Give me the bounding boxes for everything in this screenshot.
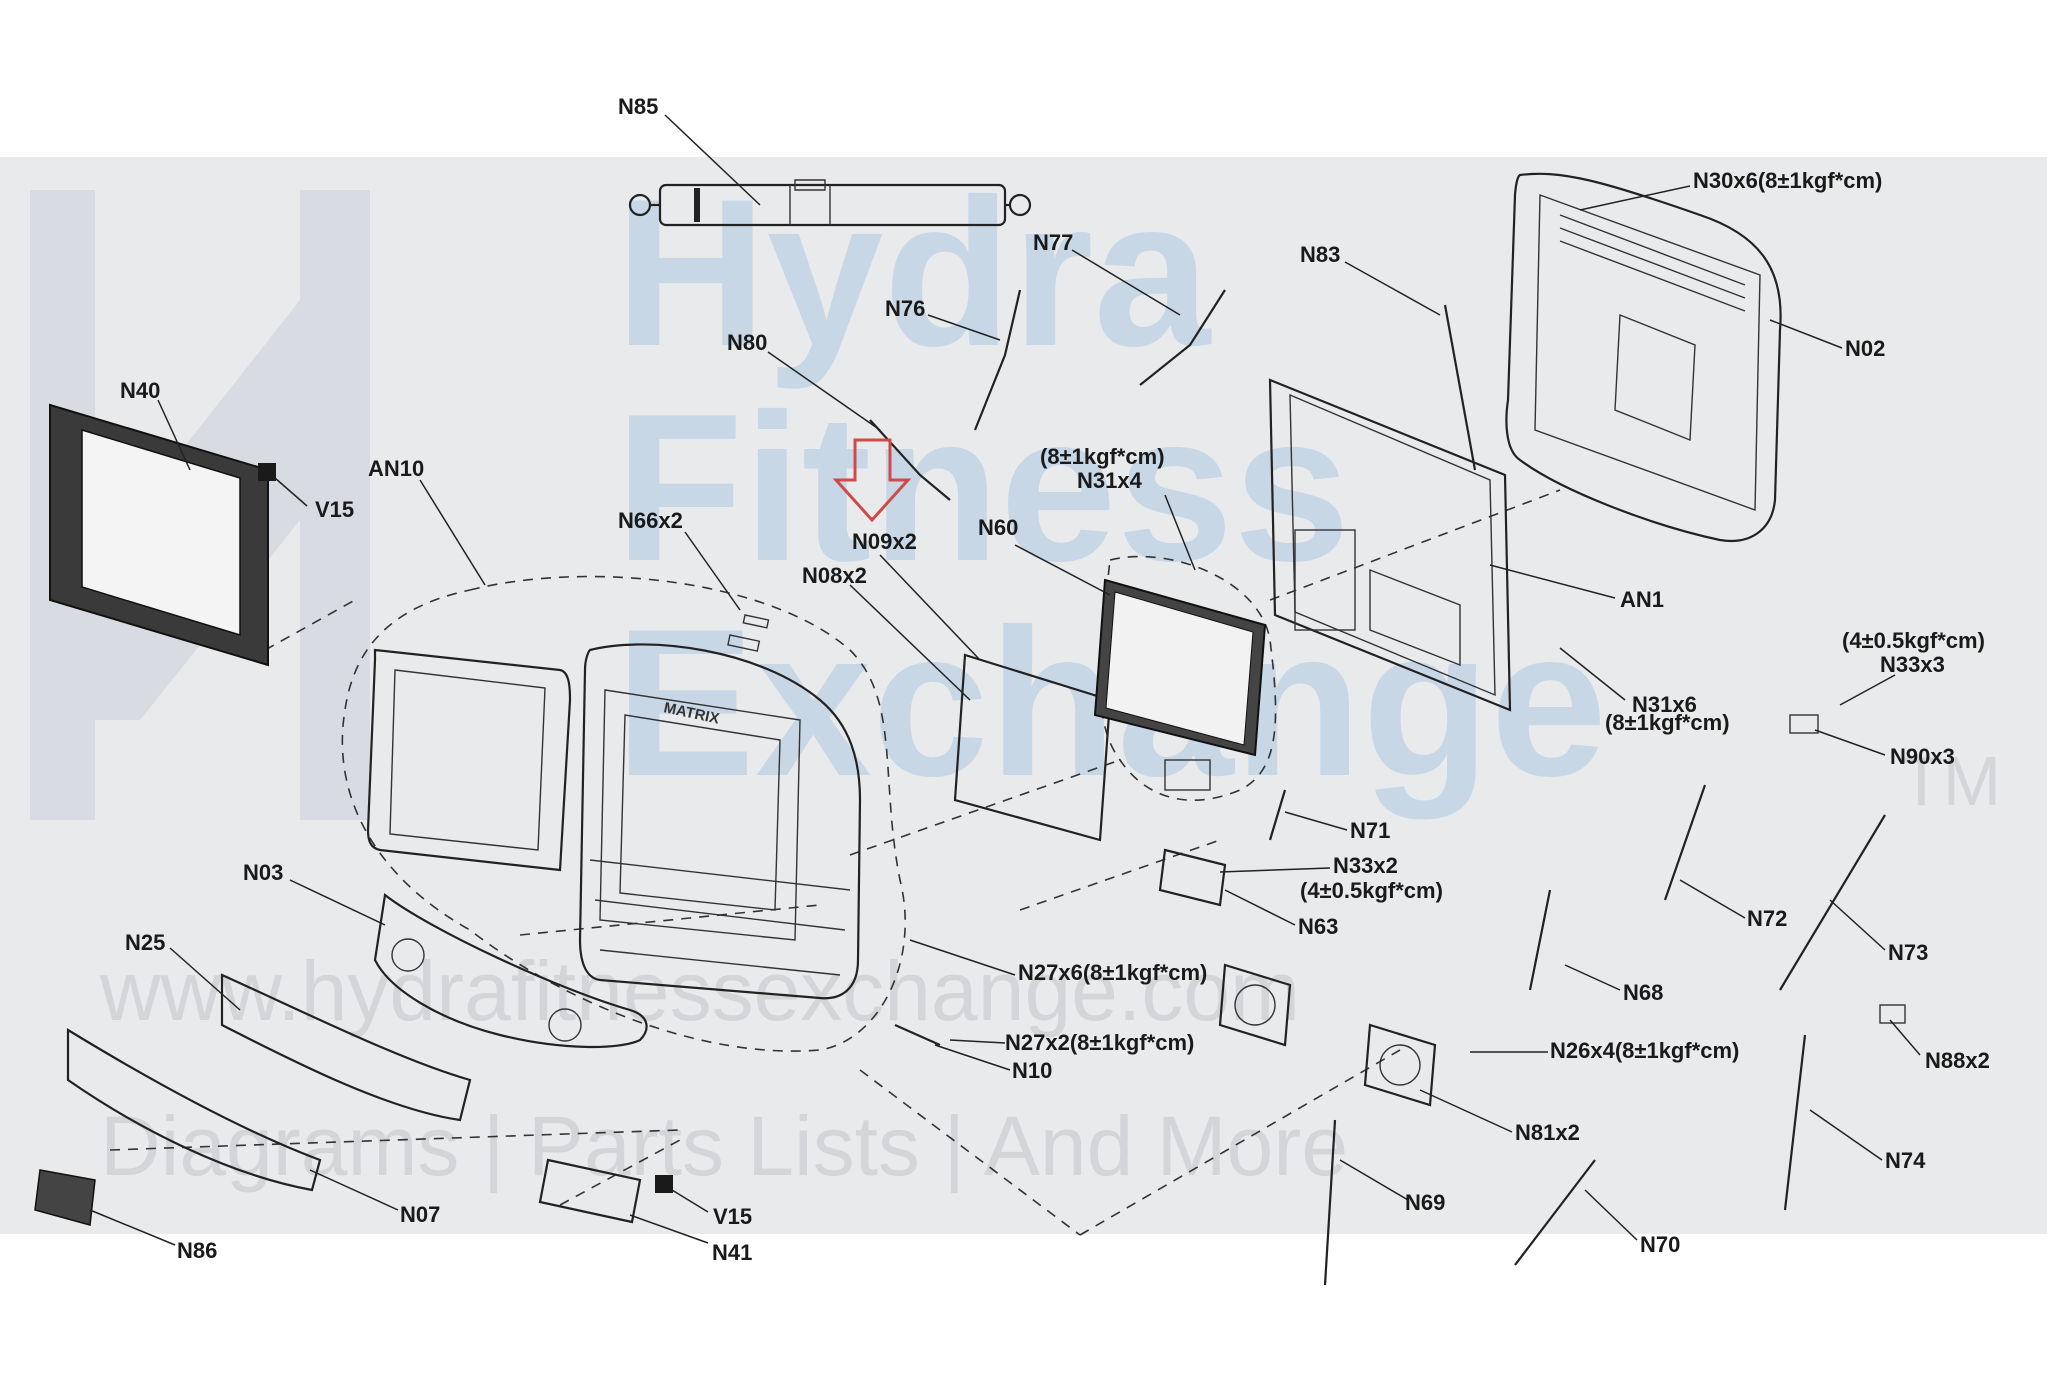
callout-v15-bottom: V15 xyxy=(713,1204,752,1229)
callout-n68: N68 xyxy=(1623,980,1663,1005)
callout-n33x3: N33x3 xyxy=(1880,652,1945,677)
callout-an10: AN10 xyxy=(368,456,424,481)
assembly-line-f xyxy=(109,1129,681,1151)
callout-n74: N74 xyxy=(1885,1148,1926,1173)
assembly-line-b xyxy=(859,1069,1081,1236)
callout-n30x6: N30x6(8±1kgf*cm) xyxy=(1693,168,1882,193)
part-n77-cable xyxy=(1139,289,1226,386)
part-n08-glass xyxy=(953,653,1112,842)
callout-n86: N86 xyxy=(177,1238,217,1263)
callout-n71: N71 xyxy=(1350,818,1390,843)
callout-n90x3: N90x3 xyxy=(1890,744,1955,769)
callout-n70: N70 xyxy=(1640,1232,1680,1257)
part-n07-cover xyxy=(66,1028,322,1192)
callout-n81x2: N81x2 xyxy=(1515,1120,1580,1145)
callout-n27x6: N27x6(8±1kgf*cm) xyxy=(1018,960,1207,985)
n60-dashed-boundary xyxy=(1099,555,1277,801)
callout-n69: N69 xyxy=(1405,1190,1445,1215)
part-n74-cable xyxy=(1783,1034,1807,1211)
callout-n07: N07 xyxy=(400,1202,440,1227)
callout-n41: N41 xyxy=(712,1240,752,1265)
part-n81-fan-b xyxy=(1363,1023,1437,1107)
assembly-line-h xyxy=(559,1139,681,1206)
callout-n31x6-torque: (8±1kgf*cm) xyxy=(1605,710,1730,735)
part-n02-rear-housing xyxy=(1505,172,1782,543)
leader-lines xyxy=(89,114,1921,1246)
callout-n77: N77 xyxy=(1033,230,1073,255)
callout-n88x2: N88x2 xyxy=(1925,1048,1990,1073)
part-n88-clip xyxy=(1879,1004,1906,1024)
part-n40-frame xyxy=(49,403,269,667)
part-n86-grille xyxy=(34,1169,96,1226)
part-v15-top-clip xyxy=(258,463,276,481)
callout-n85: N85 xyxy=(618,94,658,119)
callout-n63: N63 xyxy=(1298,914,1338,939)
part-n81-fan-a-hub xyxy=(1234,984,1276,1026)
callout-n10: N10 xyxy=(1012,1058,1052,1083)
part-n72-cable xyxy=(1663,784,1707,901)
callout-n66x2: N66x2 xyxy=(618,508,683,533)
highlight-down-arrow-icon xyxy=(832,438,912,523)
watermark-fitness: Fitness xyxy=(615,370,1350,605)
assembly-line-d xyxy=(1019,839,1221,911)
assembly-line-i xyxy=(1269,489,1561,601)
part-n85-handlebar xyxy=(628,179,1032,227)
watermark-url: www.hydrafitnessexchange.com xyxy=(99,944,1300,1038)
callout-n31x4-torque: (8±1kgf*cm) xyxy=(1040,444,1165,469)
assembly-line-g xyxy=(519,904,821,936)
callout-v15-top: V15 xyxy=(315,497,354,522)
callout-n33x2: N33x2 xyxy=(1333,853,1398,878)
callout-n09x2: N09x2 xyxy=(852,529,917,554)
part-n71-cable xyxy=(1268,789,1287,841)
part-n81-fan-b-hub xyxy=(1379,1044,1421,1086)
callout-n60: N60 xyxy=(978,515,1018,540)
callout-n40: N40 xyxy=(120,378,160,403)
callout-n73: N73 xyxy=(1888,940,1928,965)
watermark-tagline: Diagrams | Parts Lists | And More xyxy=(100,1099,1348,1193)
callout-n31x6: N31x6 xyxy=(1632,692,1697,717)
part-n80-wire xyxy=(869,419,951,501)
callout-n33x3-torque: (4±0.5kgf*cm) xyxy=(1842,628,1985,653)
callout-n72: N72 xyxy=(1747,906,1787,931)
part-n03-speaker-right xyxy=(548,1008,582,1042)
callout-n02: N02 xyxy=(1845,336,1885,361)
part-n70-cable xyxy=(1514,1159,1596,1266)
watermark-hydra: Hydra xyxy=(615,155,1212,390)
part-n66-pad xyxy=(742,614,770,629)
part-an1-backplate xyxy=(1268,378,1512,712)
watermark-trademark: TM xyxy=(1900,742,2001,820)
callout-an1: AN1 xyxy=(1620,587,1664,612)
callout-n33x2-torque: (4±0.5kgf*cm) xyxy=(1300,878,1443,903)
callout-n27x2: N27x2(8±1kgf*cm) xyxy=(1005,1030,1194,1055)
callout-n76: N76 xyxy=(885,296,925,321)
assembly-line-e xyxy=(849,759,1121,856)
part-n25-cover xyxy=(220,973,472,1122)
part-n60-lcd xyxy=(1093,578,1267,791)
callout-n31x4: N31x4 xyxy=(1077,468,1143,493)
part-n03-trim xyxy=(373,892,648,1049)
part-n03-speaker-left xyxy=(391,938,425,972)
part-v15-bottom-clip xyxy=(655,1175,673,1193)
callout-n80: N80 xyxy=(727,330,767,355)
part-an10-bezel xyxy=(366,648,572,872)
part-n83-rod xyxy=(1443,304,1477,471)
assembly-line-c xyxy=(1079,1049,1401,1236)
callout-n03: N03 xyxy=(243,860,283,885)
part-n69-cable xyxy=(1323,1119,1337,1286)
callout-n26x4: N26x4(8±1kgf*cm) xyxy=(1550,1038,1739,1063)
assembly-outlines xyxy=(109,489,1561,1236)
part-n76-cable xyxy=(973,289,1022,431)
part-n90-clip xyxy=(1789,714,1819,734)
callout-labels: N85 N30x6(8±1kgf*cm) N77 N83 N76 N80 N02… xyxy=(120,94,1990,1265)
part-n81-fan-a xyxy=(1218,963,1292,1047)
part-n10-bar xyxy=(894,1023,941,1047)
callout-n25: N25 xyxy=(125,930,165,955)
callout-n83: N83 xyxy=(1300,242,1340,267)
part-n63-board xyxy=(1158,848,1227,907)
part-n68-cable xyxy=(1528,889,1552,991)
part-n41-badge xyxy=(538,1158,642,1224)
callout-n08x2: N08x2 xyxy=(802,563,867,588)
